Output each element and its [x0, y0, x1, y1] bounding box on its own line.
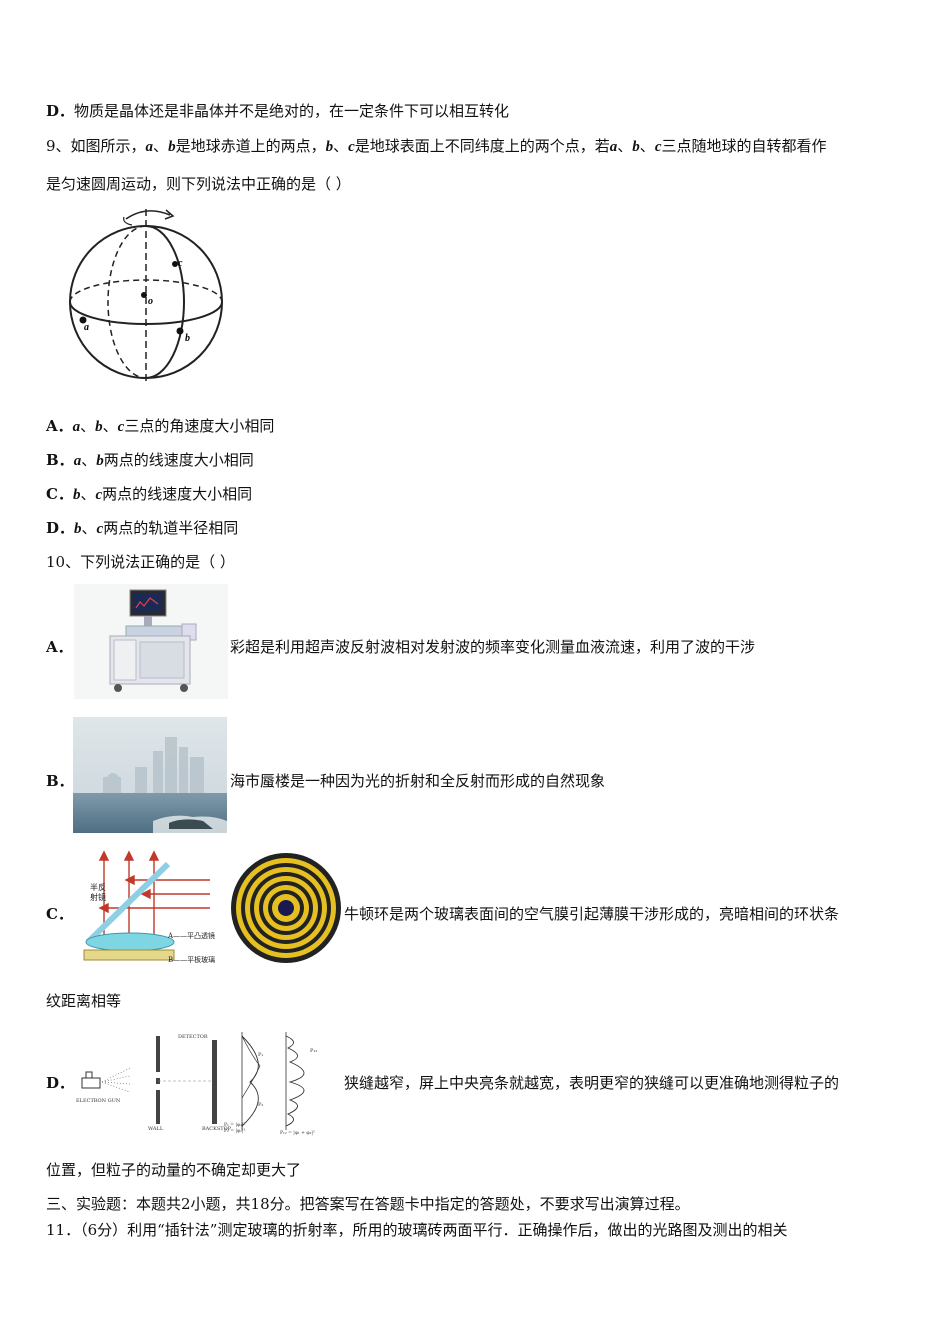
q11-stem: 11．（6分）利用“插针法”测定玻璃的折射率，所用的玻璃砖两面平行．正确操作后，…	[46, 1221, 788, 1239]
q10-option-a-letter: A．	[46, 637, 73, 657]
option-letter: D．	[46, 1074, 75, 1092]
electron-double-slit-figure: ELECTRON GUN WALL DETECTOR BACKSTOP P₁ P…	[76, 1032, 317, 1136]
stem-text: 是地球表面上不同纬度上的两个点，若	[354, 137, 610, 155]
q9-stem-line1: 9、如图所示，a、b是地球赤道上的两点，b、c是地球表面上不同纬度上的两个点，若…	[46, 136, 827, 157]
var-a: a	[72, 419, 81, 435]
q10-option-d-text-cont: 位置，但粒子的动量的不确定却更大了	[46, 1161, 302, 1179]
label-p2: P₂	[258, 1102, 263, 1108]
var-c: c	[96, 521, 104, 537]
label-eq2: P₂ = |φ₂|²	[224, 1128, 245, 1134]
stem-text: 9、如图所示，	[46, 137, 146, 155]
q10-option-d-letter: D．	[46, 1073, 74, 1093]
q10-option-d-text: 狭缝越窄，屏上中央亮条就越宽，表明更窄的狭缝可以更准确地测得粒子的	[344, 1074, 840, 1092]
var-b: b	[96, 453, 104, 469]
label-backstop: BACKSTOP	[202, 1126, 232, 1132]
q9-option-c: C．b、c两点的线速度大小相同	[46, 484, 252, 505]
option-text: 三点的角速度大小相同	[124, 417, 275, 435]
sep: 、	[102, 417, 118, 435]
label-detector: DETECTOR	[178, 1034, 208, 1040]
sep: 、	[639, 137, 655, 155]
q10-option-a-text: 彩超是利用超声波反射波相对发射波的频率变化测量血液流速，利用了波的干涉	[230, 638, 756, 656]
q10-option-c-text: 牛顿环是两个玻璃表面间的空气膜引起薄膜干涉形成的，亮暗相间的环状条	[344, 905, 840, 923]
q10-option-b-text: 海市蜃楼是一种因为光的折射和全反射而形成的自然现象	[230, 772, 606, 790]
q9-stem-line2: 是匀速圆周运动，则下列说法中正确的是（ ）	[46, 175, 351, 193]
option-letter: D．	[46, 102, 75, 120]
newton-rings-pattern	[231, 853, 341, 963]
q8-option-d: D．物质是晶体还是非晶体并不是绝对的，在一定条件下可以相互转化	[46, 101, 509, 121]
sep: 、	[80, 417, 96, 435]
label-o: o	[148, 296, 153, 307]
var-c: c	[654, 139, 662, 155]
ultrasound-machine-image	[74, 584, 228, 699]
var-a: a	[73, 453, 82, 469]
q10-stem: 10、下列说法正确的是（ ）	[46, 553, 235, 571]
var-c: c	[348, 139, 355, 155]
var-b: b	[74, 521, 82, 537]
q10-option-c-letter: C．	[46, 904, 73, 924]
sep: 、	[153, 137, 169, 155]
stem-text: 三点随地球的自转都看作	[661, 137, 827, 155]
q9-option-a: A．a、b、c三点的角速度大小相同	[46, 416, 274, 437]
q9-option-b: B．a、b两点的线速度大小相同	[46, 450, 254, 471]
sep: 、	[333, 137, 349, 155]
option-letter: C．	[46, 905, 73, 923]
option-letter: C．	[46, 485, 73, 503]
option-letter: B．	[46, 451, 74, 469]
option-text: 两点的线速度大小相同	[103, 451, 254, 469]
label-p1: P₁	[258, 1052, 263, 1058]
earth-globe-figure: a b c o	[69, 209, 223, 385]
q10-option-c-text-cont: 纹距离相等	[46, 992, 122, 1010]
option-letter: D．	[46, 519, 75, 537]
var-b: b	[325, 139, 334, 155]
mirage-photo	[73, 717, 227, 833]
stem-text: 是地球赤道上的两点，	[175, 137, 326, 155]
var-b: b	[632, 139, 640, 155]
label-eq1: P₁ = |φ₁|²	[224, 1122, 245, 1128]
var-a: a	[145, 139, 154, 155]
option-text: 两点的轨道半径相同	[103, 519, 239, 537]
var-c: c	[95, 487, 103, 503]
option-letter: A．	[46, 638, 73, 656]
label-half-mirror-2: 射镜	[90, 892, 106, 902]
sep: 、	[81, 451, 97, 469]
label-glass-b: B——平板玻璃	[168, 955, 215, 964]
label-c: c	[178, 258, 183, 269]
var-b: b	[168, 139, 176, 155]
q10-option-b-letter: B．	[46, 771, 74, 791]
sep: 、	[617, 137, 633, 155]
option-letter: B．	[46, 772, 74, 790]
label-half-mirror-1: 半反	[90, 882, 106, 892]
label-lens-a: A——平凸透镜	[167, 931, 215, 940]
label-electron-gun: ELECTRON GUN	[76, 1098, 121, 1104]
section-3-heading: 三、实验题：本题共2小题，共18分。把答案写在答题卡中指定的答题处，不要求写出演…	[46, 1195, 690, 1213]
option-text: 两点的线速度大小相同	[102, 485, 253, 503]
var-b: b	[95, 419, 103, 435]
label-eq3: P₁₂ = |φ₁ + φ₂|²	[280, 1130, 315, 1136]
label-p12: P₁₂	[310, 1048, 317, 1054]
label-wall: WALL	[148, 1126, 164, 1132]
newton-rings-apparatus-figure: 半反 射镜 A——平凸透镜 B——平板玻璃	[83, 850, 215, 964]
sep: 、	[80, 485, 96, 503]
sep: 、	[81, 519, 97, 537]
label-b: b	[185, 333, 190, 344]
var-b: b	[72, 487, 81, 503]
var-a: a	[609, 139, 618, 155]
label-a: a	[84, 322, 89, 333]
q9-option-d: D．b、c两点的轨道半径相同	[46, 518, 238, 539]
option-text: 物质是晶体还是非晶体并不是绝对的，在一定条件下可以相互转化	[74, 102, 510, 120]
var-c: c	[117, 419, 125, 435]
option-letter: A．	[46, 417, 73, 435]
